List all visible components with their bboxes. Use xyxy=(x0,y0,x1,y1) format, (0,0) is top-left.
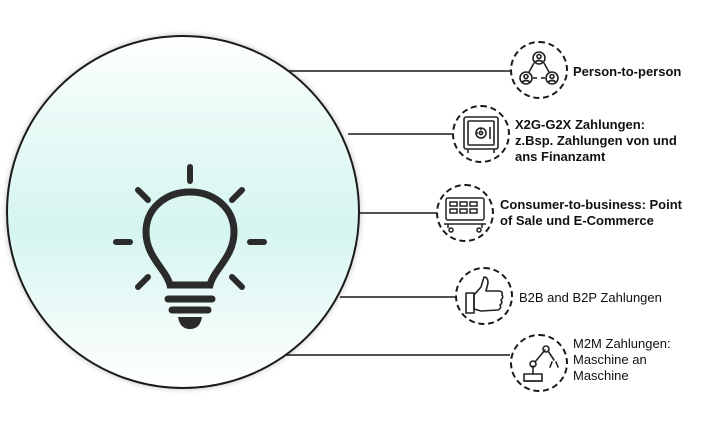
central-circle xyxy=(6,35,360,389)
people-network-icon xyxy=(519,51,559,85)
label-b2b-b2p: B2B and B2P Zahlungen xyxy=(519,290,662,305)
label-consumer-to-business: Consumer-to-business: Point of Sale und … xyxy=(500,197,683,228)
label-m2m: M2M Zahlungen: Maschine an Maschine xyxy=(573,336,671,383)
lightbulb-icon xyxy=(113,164,267,329)
node-x2g-g2x xyxy=(452,105,510,163)
label-person-to-person: Person-to-person xyxy=(573,64,682,79)
robot-arm-icon xyxy=(523,345,559,382)
node-b2b-b2p xyxy=(455,267,513,325)
node-consumer-to-business xyxy=(436,184,494,242)
node-m2m xyxy=(510,334,568,392)
node-person-to-person xyxy=(510,41,568,99)
safe-icon xyxy=(463,116,499,153)
thumbs-up-icon xyxy=(465,276,504,314)
pos-register-icon xyxy=(444,197,486,233)
label-x2g-g2x: X2G-G2X Zahlungen: z.Bsp. Zahlungen von … xyxy=(515,117,677,164)
